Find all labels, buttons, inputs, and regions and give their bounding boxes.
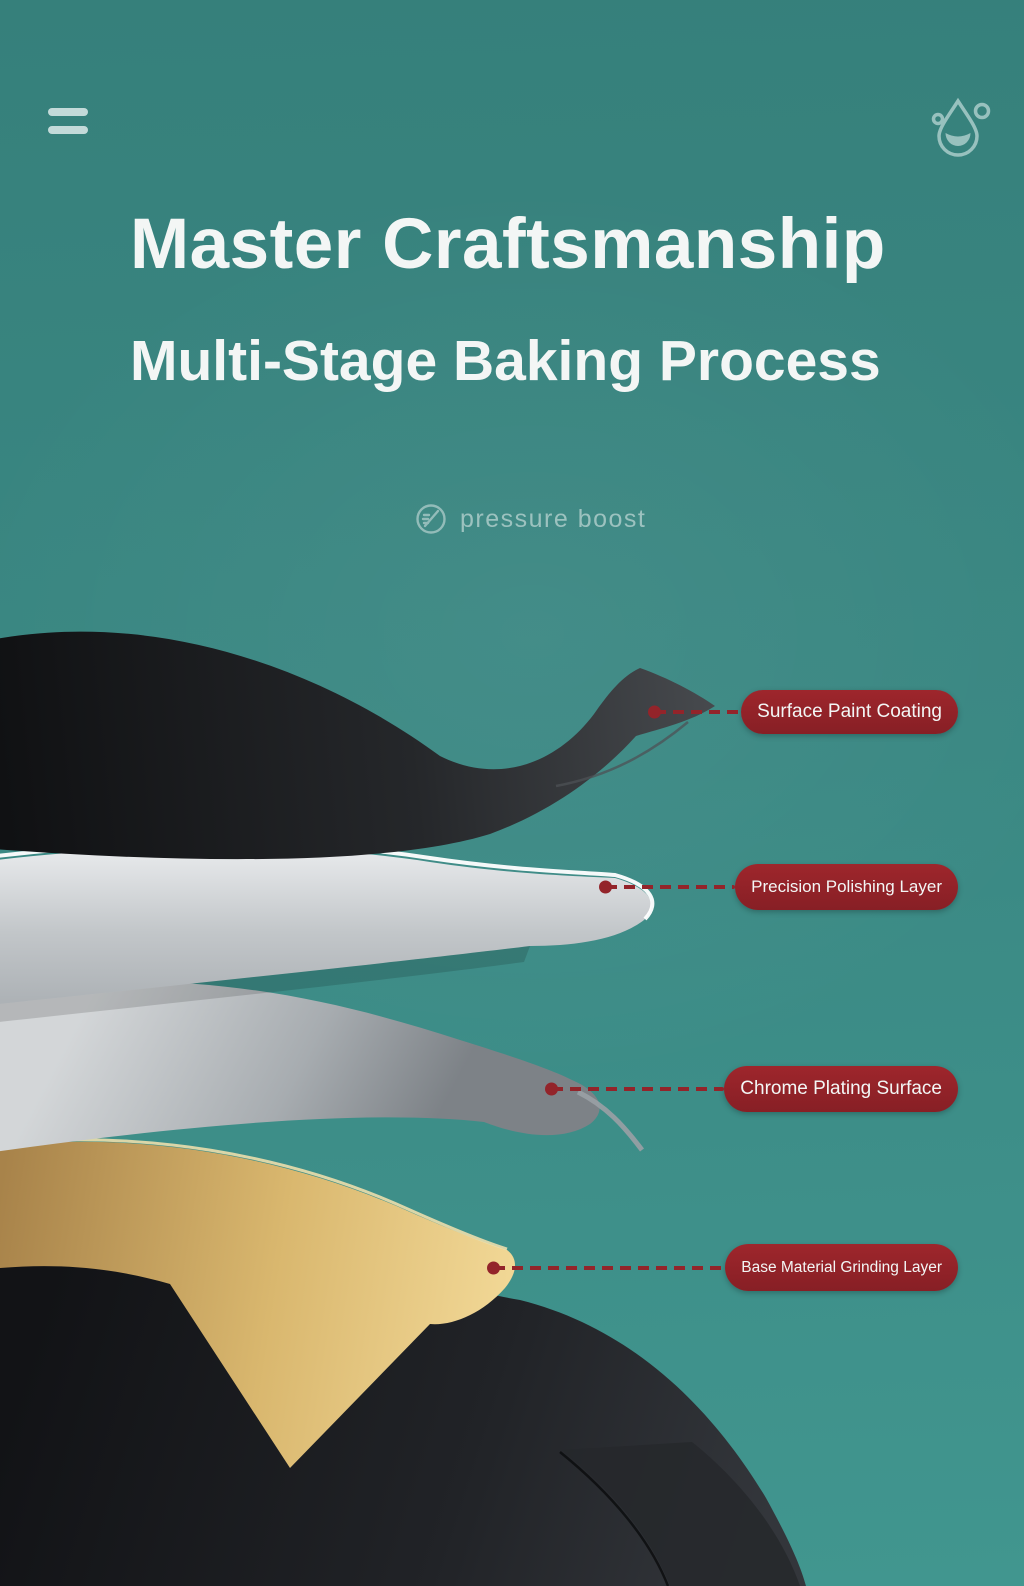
pressure-boost-label: pressure boost <box>460 504 647 533</box>
leader-line <box>545 1082 725 1096</box>
leader-line <box>599 880 736 894</box>
label-pill: Base Material Grinding Layer <box>725 1244 958 1291</box>
pressure-icon <box>416 504 446 534</box>
spout-inner-edge <box>555 721 689 788</box>
callout-surface-paint-coating: Surface Paint Coating <box>648 690 958 734</box>
menu-bar <box>48 126 88 134</box>
precision-polishing-layer-shape <box>0 847 652 1004</box>
faucet-body-seam <box>559 1451 670 1586</box>
page-title: Master Craftsmanship <box>130 205 886 284</box>
menu-bar <box>48 108 88 116</box>
callout-base-material-grinding-layer: Base Material Grinding Layer <box>487 1244 958 1291</box>
leader-dot <box>487 1261 501 1274</box>
pressure-boost-badge: pressure boost <box>414 498 646 540</box>
leader-line <box>487 1261 726 1274</box>
polish-layer-shadow <box>0 946 530 1022</box>
base-material-grinding-layer-shape <box>0 1141 515 1468</box>
leader-dot <box>545 1082 559 1096</box>
leader-line <box>648 705 742 719</box>
gold-edge-highlight <box>0 1138 508 1251</box>
label-pill: Chrome Plating Surface <box>724 1066 958 1112</box>
callout-precision-polishing-layer: Precision Polishing Layer <box>599 864 958 910</box>
leader-dot <box>648 705 662 719</box>
surface-paint-coating-layer-shape <box>0 631 715 860</box>
chrome-layer-tail <box>576 1089 644 1152</box>
chrome-plating-layer-shape <box>0 981 600 1152</box>
leader-dot <box>599 880 613 894</box>
menu-icon[interactable] <box>48 105 88 135</box>
callout-chrome-plating-surface: Chrome Plating Surface <box>545 1066 958 1112</box>
label-pill: Precision Polishing Layer <box>735 864 958 910</box>
water-drop-icon <box>931 97 991 157</box>
faucet-body-cap-shape <box>562 1442 800 1586</box>
label-pill: Surface Paint Coating <box>741 690 958 734</box>
page-subtitle: Multi-Stage Baking Process <box>130 329 881 393</box>
